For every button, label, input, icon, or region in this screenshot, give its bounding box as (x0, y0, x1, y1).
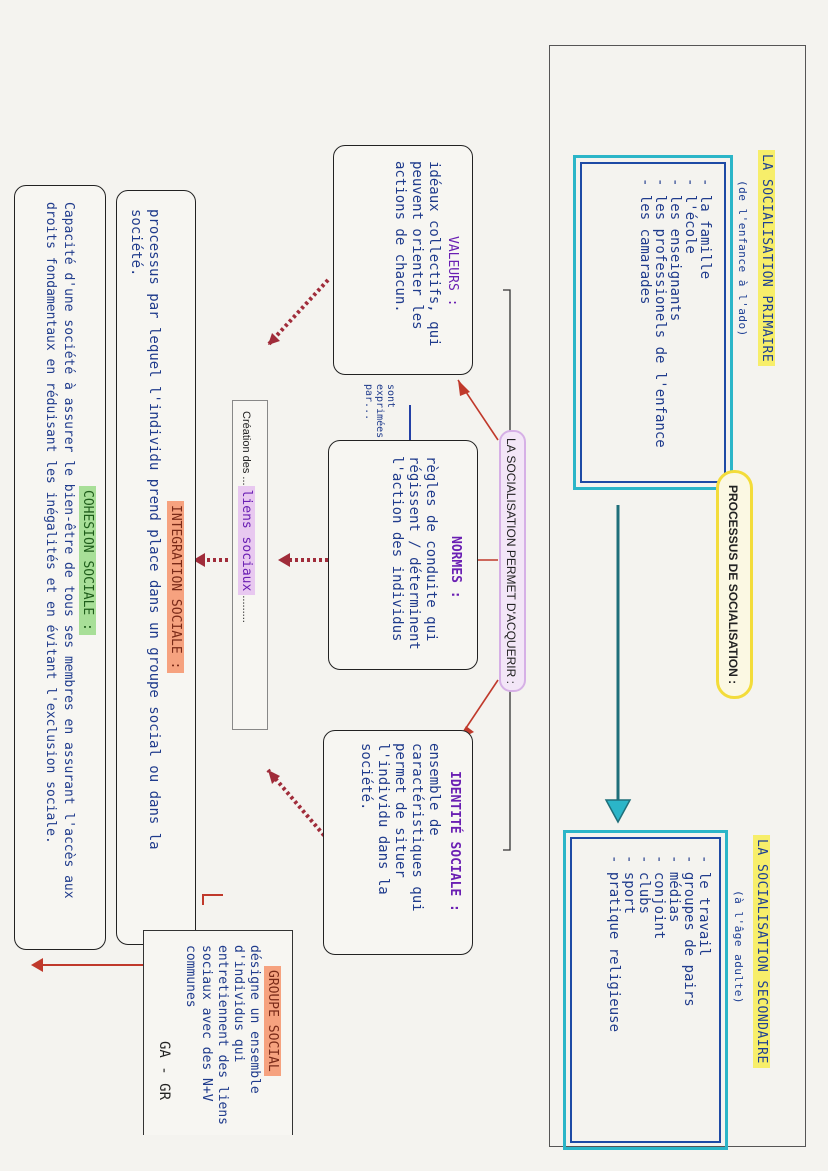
secondaire-list: - le travail - groupes de pairs - médias… (606, 855, 712, 1033)
identite-text: ensemble de caractéristiques qui permet … (358, 743, 442, 912)
list-item: - pratique religieuse (606, 855, 622, 1033)
identite-box: IDENTITÉ SOCIALE : ensemble de caractéri… (323, 730, 473, 955)
sont-exprimees-label: sont exprimées par... (363, 384, 396, 439)
integration-text: processus par lequel l'individu prend pl… (128, 209, 162, 850)
secondaire-subtitle: (à l'âge adulte) (732, 890, 745, 1004)
creation-box: Création des ...liens sociaux......... (232, 400, 268, 730)
valeurs-text: idéaux collectifs, qui peuvent orienter … (392, 161, 442, 347)
valeurs-box: VALEURS : idéaux collectifs, qui peuvent… (333, 145, 473, 375)
secondaire-box: - le travail - groupes de pairs - médias… (563, 830, 728, 1150)
secondaire-title: LA SOCIALISATION SECONDAIRE (753, 835, 773, 1068)
list-item: - médias (666, 855, 682, 923)
integration-box: INTEGRATION SOCIALE : processus par lequ… (116, 190, 196, 945)
normes-box: NORMES : règles de conduite qui régissen… (328, 440, 478, 670)
list-item: - groupes de pairs (681, 855, 697, 1007)
list-item: - conjoint (651, 855, 667, 940)
normes-text: règles de conduite qui régissent / déter… (389, 456, 439, 650)
permet-heading: LA SOCIALISATION PERMET D'ACQUERIR : (499, 430, 526, 692)
groupe-abbr: GA - GR (156, 1041, 172, 1101)
groupe-text: désigne un ensemble d'individus qui entr… (183, 945, 262, 1126)
list-item: - sport (621, 855, 637, 915)
list-item: - le travail (696, 855, 712, 957)
groupe-box: GROUPE SOCIAL désigne un ensemble d'indi… (143, 930, 293, 1135)
list-item: - clubs (636, 855, 652, 915)
cohesion-text: Capacité d'une société à assurer le bien… (43, 202, 76, 899)
cohesion-box: COHESION SOCIALE : Capacité d'une sociét… (14, 185, 106, 950)
